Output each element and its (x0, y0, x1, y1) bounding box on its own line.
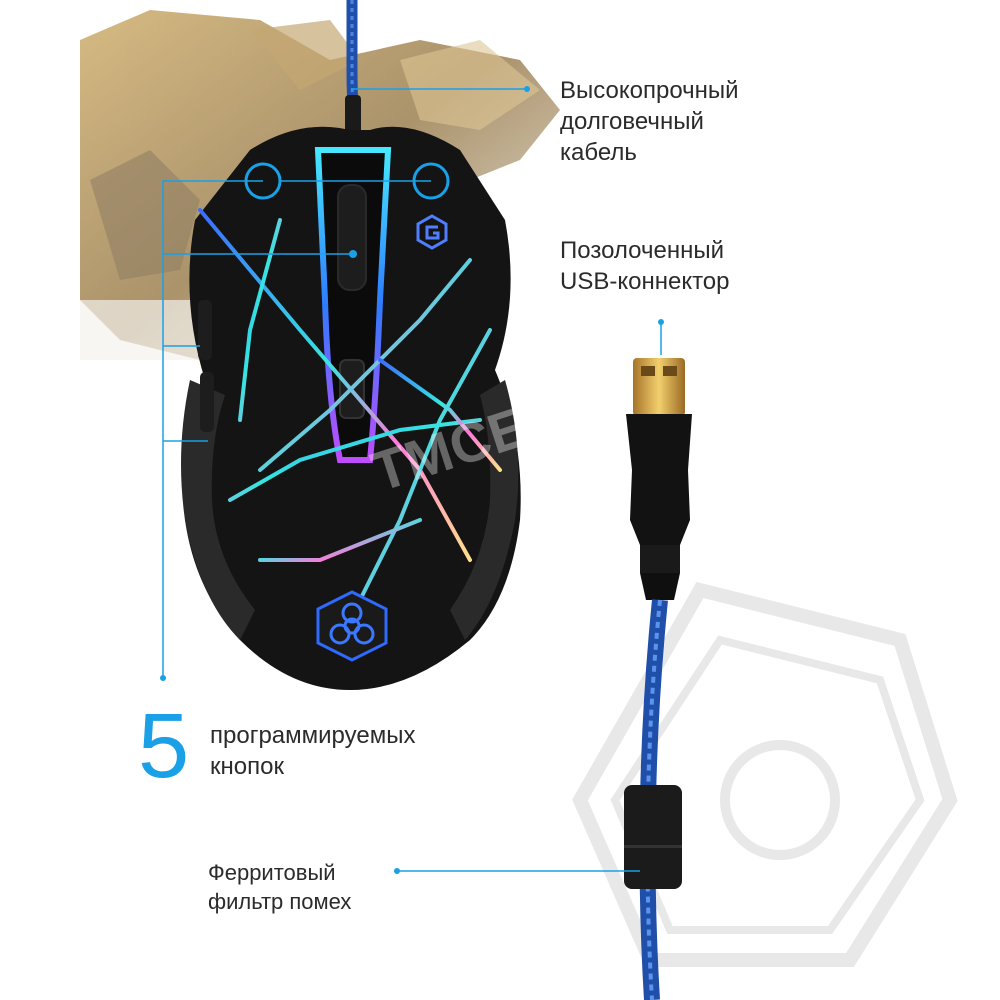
defender-logo-icon (416, 214, 448, 250)
buttons-count: 5 (138, 695, 190, 797)
ferrite-callout: Ферритовый фильтр помех (208, 858, 351, 916)
ferrite-filter (624, 785, 682, 889)
ferrite-callout-line: Ферритовый (208, 860, 336, 885)
cable-callout-line: кабель (560, 139, 637, 166)
hexagon-watermark (572, 581, 958, 967)
callout-lines (160, 86, 664, 874)
cable-callout-line: Высокопрочный (560, 77, 739, 104)
usb-callout-line: USB-коннектор (560, 268, 730, 295)
usb-connector (626, 358, 692, 600)
biohazard-icon (316, 590, 388, 662)
buttons-callout-line: программируемых (210, 722, 416, 749)
cable-callout-line: долговечный (560, 108, 704, 135)
cable-callout: Высокопрочный долговечный кабель (560, 75, 739, 168)
usb-callout: Позолоченный USB-коннектор (560, 235, 730, 297)
buttons-callout-line: кнопок (210, 753, 284, 780)
ferrite-callout-line: фильтр помех (208, 889, 352, 914)
buttons-callout: программируемых кнопок (210, 720, 415, 782)
gaming-mouse (181, 126, 521, 690)
usb-callout-line: Позолоченный (560, 237, 724, 264)
